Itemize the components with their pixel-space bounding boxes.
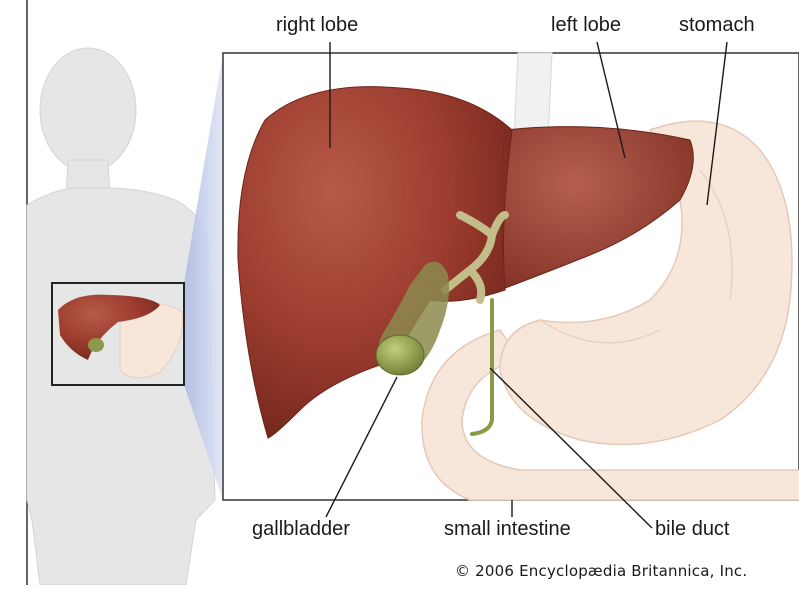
label-right-lobe: right lobe	[276, 14, 358, 37]
copyright-notice: © 2006 Encyclopædia Britannica, Inc.	[455, 562, 747, 580]
label-small-intestine: small intestine	[444, 518, 571, 541]
label-gallbladder: gallbladder	[252, 518, 350, 541]
label-left-lobe: left lobe	[551, 14, 621, 37]
label-bile-duct: bile duct	[655, 518, 730, 541]
label-stomach: stomach	[679, 14, 755, 37]
